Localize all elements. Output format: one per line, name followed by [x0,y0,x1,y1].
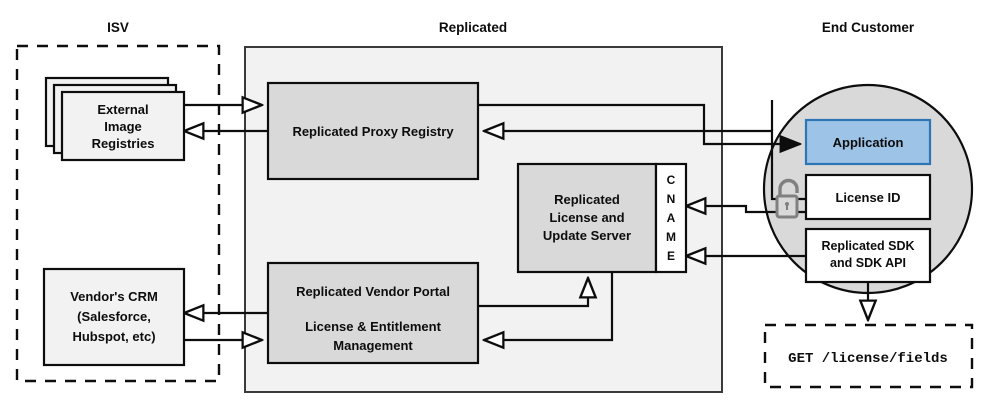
registries-label-line3: Registries [92,136,155,151]
registries-label-line1: External [97,102,148,117]
license-id-label: License ID [835,190,900,205]
replicated-sdk-label-line2: and SDK API [830,256,906,270]
cname-strip [654,162,688,274]
vendor-portal-label-line3: Management [333,338,413,353]
replicated-sdk-box[interactable] [804,227,932,284]
application-box[interactable] [804,118,932,166]
replicated-sdk-label-line1: Replicated SDK [821,239,914,253]
application-label: Application [833,135,904,150]
title-isv: ISV [107,20,129,35]
cname-letter-m: M [666,230,676,244]
registries-box[interactable] [60,90,186,162]
vendor-portal-label-line1: Replicated Vendor Portal [296,284,450,299]
vendor-crm-label-line3: Hubspot, etc) [72,329,155,344]
title-replicated: Replicated [439,20,507,35]
title-end-customer: End Customer [822,20,915,35]
isv-boundary [15,44,221,383]
edge-proxy-to-application [478,103,800,144]
vendor-crm-label-line1: Vendor's CRM [70,289,158,304]
api-call-boundary [763,323,974,389]
cname-letter-e: E [667,249,675,263]
replicated-proxy-registry-label: Replicated Proxy Registry [292,124,454,139]
edge-portal-to-license-server [478,278,588,308]
vendor-portal-label-line2: License & Entitlement [305,319,441,334]
open-padlock-icon [775,178,799,219]
replicated-vendor-portal-box[interactable] [266,261,480,365]
cname-letter-a: A [667,211,676,225]
license-update-server-label-line1: Replicated [554,192,620,207]
cname-letter-n: N [667,192,676,206]
license-update-server-label-line3: Update Server [543,228,631,243]
cname-letter-c: C [667,173,676,187]
replicated-proxy-registry-box[interactable] [266,81,480,181]
vendor-crm-box[interactable] [42,267,186,367]
license-update-server-box[interactable] [516,162,658,274]
license-id-box[interactable] [804,173,932,221]
license-update-server-label-line2: License and [549,210,624,225]
vendor-crm-label-line2: (Salesforce, [77,309,151,324]
api-call-label: GET /license/fields [788,351,948,367]
registries-label-line2: Image [104,119,142,134]
edge-license-server-to-portal [484,272,614,340]
